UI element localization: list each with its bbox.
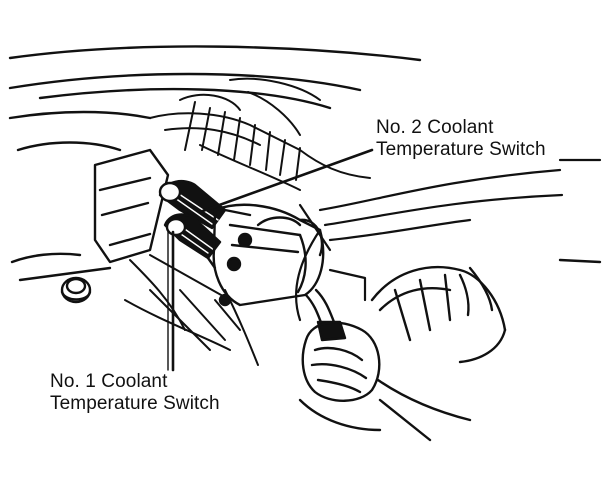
radiator-cap	[60, 276, 92, 304]
coolant-switch-1-label: No. 1 Coolant Temperature Switch	[50, 371, 220, 415]
hood-outline	[8, 45, 422, 282]
coolant-switch-1-label-line2: Temperature Switch	[50, 393, 220, 414]
coolant-switch-2-label-line2: Temperature Switch	[376, 139, 546, 160]
coolant-switch-2	[158, 179, 252, 230]
coolant-switch-1	[163, 213, 222, 270]
coolant-switch-2-label-line1: No. 2 Coolant	[376, 117, 494, 138]
intake-hoses	[295, 158, 602, 322]
coolant-switch-1-label-line1: No. 1 Coolant	[50, 371, 168, 392]
leader-lines	[167, 148, 374, 372]
water-outlet-housing	[212, 203, 325, 307]
distributor-boot	[298, 258, 602, 442]
connector-hose	[304, 288, 347, 342]
fender-bracket	[93, 148, 170, 264]
coolant-switch-2-label: No. 2 Coolant Temperature Switch	[376, 117, 546, 161]
